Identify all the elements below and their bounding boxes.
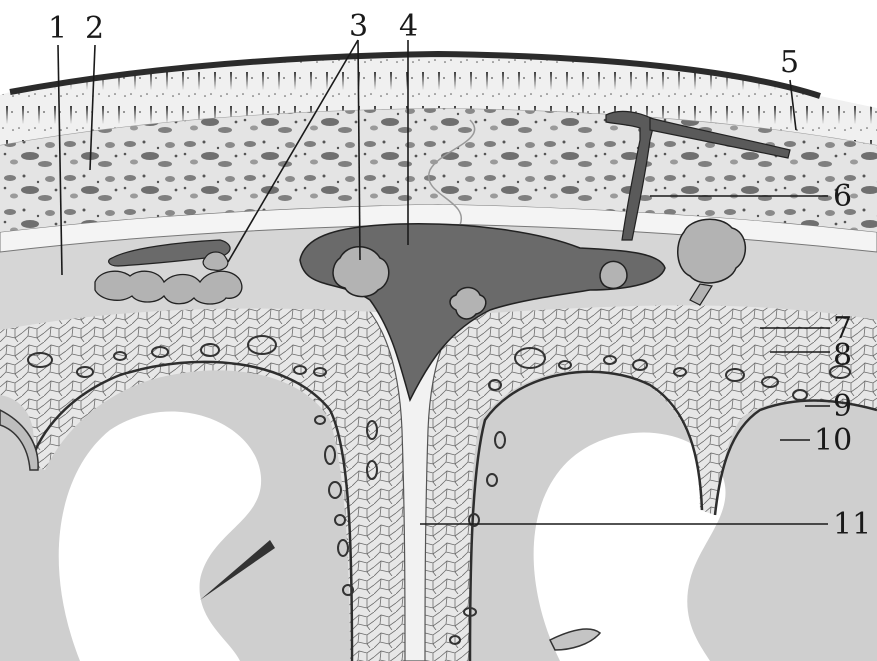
arachnoid-granulation-small-2 <box>600 261 627 288</box>
label-2: 2 <box>85 11 104 46</box>
label-3: 3 <box>349 9 368 44</box>
label-5: 5 <box>780 45 799 80</box>
label-9: 9 <box>833 389 852 424</box>
lateral-granulation-top <box>203 252 228 270</box>
label-1: 1 <box>48 11 67 46</box>
label-10: 10 <box>814 423 852 458</box>
label-8: 8 <box>833 338 852 373</box>
label-11: 11 <box>833 507 871 542</box>
label-6: 6 <box>833 179 852 214</box>
label-4: 4 <box>399 9 418 44</box>
